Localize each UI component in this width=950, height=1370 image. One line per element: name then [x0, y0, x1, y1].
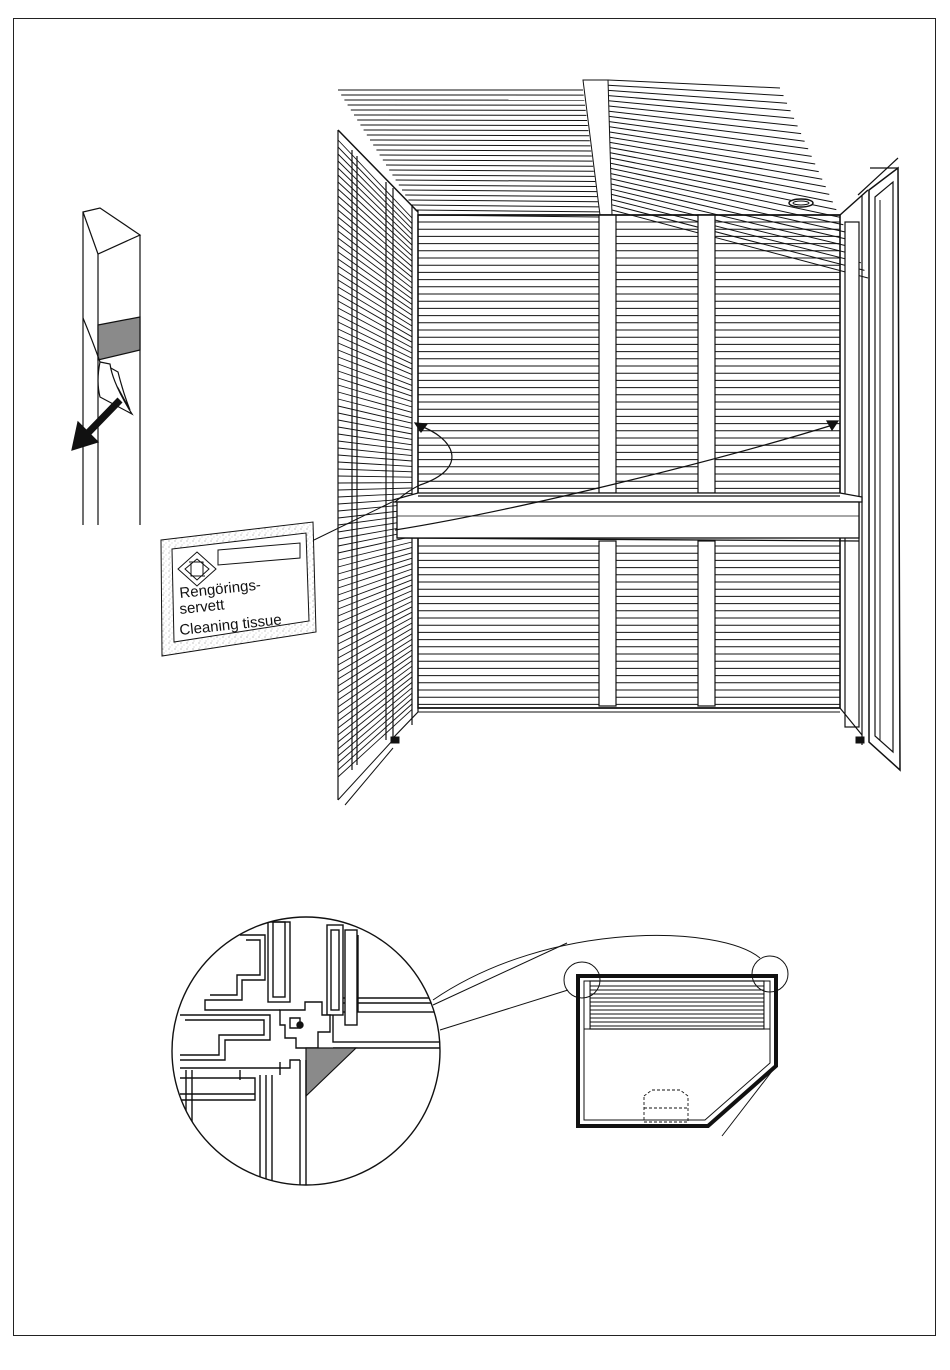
detail-leader-upper	[433, 943, 567, 1005]
left-wall-slats	[338, 130, 412, 805]
wall-batten-1	[599, 215, 616, 493]
detail-leader-lower	[440, 990, 568, 1030]
sauna-interior-view	[338, 80, 900, 805]
ceiling-slats-left	[338, 90, 600, 217]
wall-batten-2	[698, 215, 715, 493]
cleaning-tissue-card: Rengörings- servett Cleaning tissue	[161, 522, 316, 656]
bench	[393, 493, 862, 541]
ceiling-slats-right	[608, 80, 868, 278]
card-leader-line	[314, 502, 392, 540]
arrow-down-left-icon	[72, 400, 120, 450]
tape-removal-detail	[72, 208, 140, 525]
corner-block	[306, 1048, 356, 1096]
back-wall-slats	[418, 222, 840, 704]
wall-batten-3	[599, 541, 616, 706]
floor-plan	[564, 956, 788, 1136]
tape-band	[98, 317, 140, 360]
wall-batten-4	[698, 541, 715, 706]
